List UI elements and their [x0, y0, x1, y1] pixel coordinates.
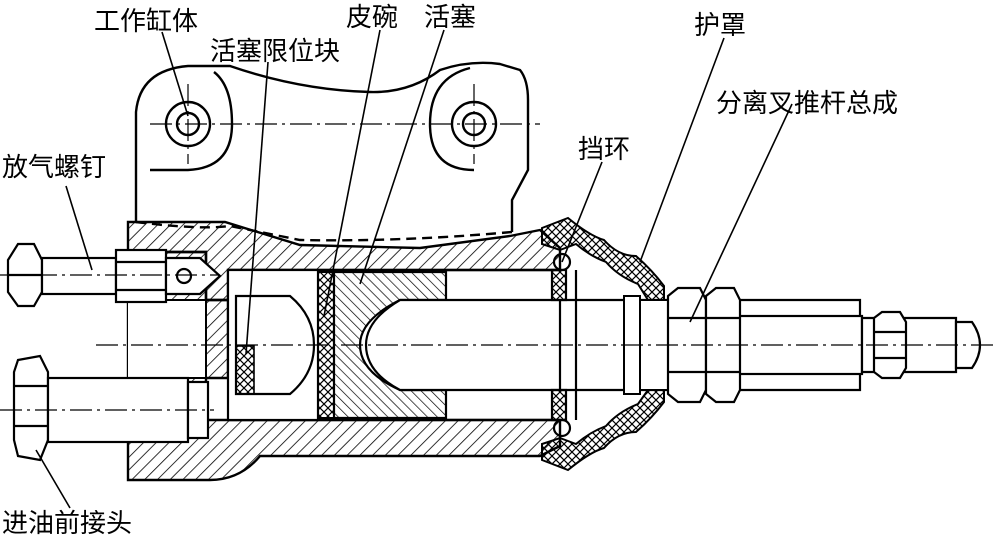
bleed-screw	[6, 242, 222, 308]
label-piston-stop: 活塞限位块	[210, 37, 340, 67]
label-bleed-screw: 放气螺钉	[2, 153, 106, 183]
labels: 工作缸体 活塞限位块 皮碗 活塞 放气螺钉 护罩 分离叉推杆总成 挡环 进油前接…	[2, 3, 898, 539]
label-piston: 活塞	[424, 3, 476, 33]
label-cylinder-body: 工作缸体	[94, 7, 198, 37]
mounting-bracket	[134, 61, 530, 242]
label-release-pushrod: 分离叉推杆总成	[716, 89, 898, 119]
label-inlet-fitting: 进油前接头	[2, 509, 132, 538]
label-retaining-ring: 挡环	[578, 135, 630, 165]
label-boot: 护罩	[694, 11, 746, 41]
label-cup: 皮碗	[346, 3, 398, 33]
leader-lines	[35, 29, 793, 509]
adjust-nuts	[666, 286, 908, 404]
